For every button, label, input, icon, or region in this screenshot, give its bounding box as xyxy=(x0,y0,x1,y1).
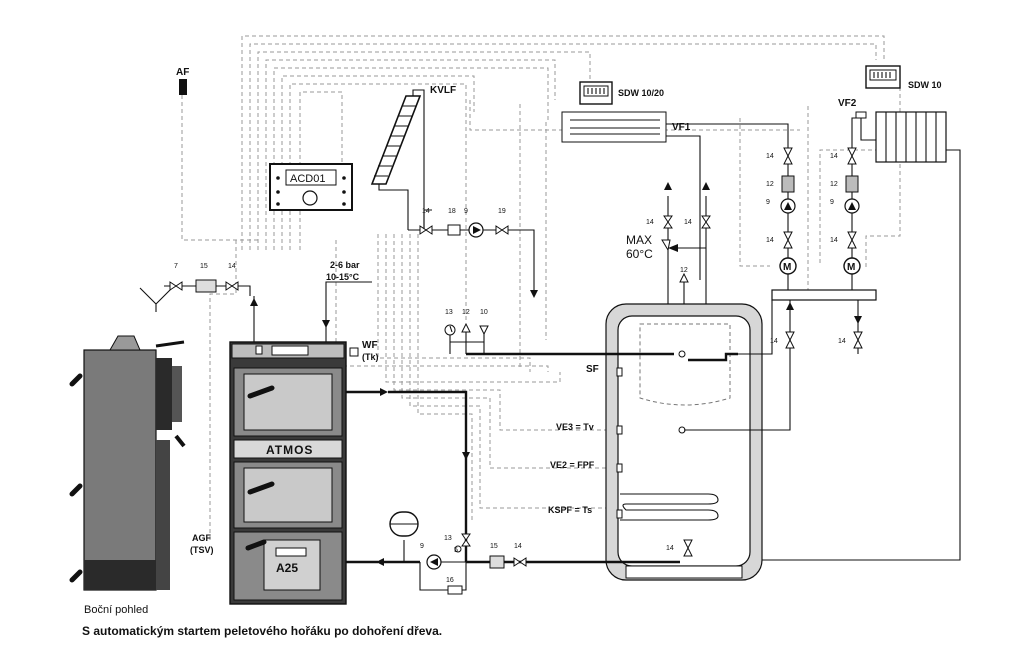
af-label: AF xyxy=(176,67,189,78)
svg-text:9: 9 xyxy=(464,208,468,215)
svg-text:15: 15 xyxy=(200,263,208,270)
boiler-front: ATMOS xyxy=(229,341,347,605)
svg-text:14: 14 xyxy=(422,208,430,215)
tsv-label: (TSV) xyxy=(190,545,214,555)
svg-text:15: 15 xyxy=(490,543,498,550)
svg-text:14: 14 xyxy=(646,219,654,226)
svg-text:14: 14 xyxy=(830,153,838,160)
wf-label: WF xyxy=(362,340,378,351)
svg-text:14: 14 xyxy=(766,153,774,160)
acd01-controller: ACD01 xyxy=(269,163,353,211)
diagram-caption: S automatickým startem peletového hořáku… xyxy=(82,624,443,638)
floor-heating-loop xyxy=(561,111,789,280)
sdw10-label: SDW 10 xyxy=(908,80,942,90)
svg-text:16: 16 xyxy=(446,577,454,584)
svg-text:13: 13 xyxy=(445,309,453,316)
storage-tank xyxy=(605,303,763,581)
tk-label: (Tk) xyxy=(362,352,379,362)
wf-sensor-icon xyxy=(349,347,359,357)
vf1-label: VF1 xyxy=(672,122,691,133)
svg-text:14: 14 xyxy=(766,237,774,244)
safety-group: 13 12 10 xyxy=(444,309,489,354)
boiler-pump-group: 9 16 13 5 15 14 14 xyxy=(420,533,693,595)
sdw-10-thermostat xyxy=(865,65,901,89)
side-view-caption: Boční pohled xyxy=(84,604,149,616)
max-label: MAX xyxy=(626,233,652,247)
sdw1020-label: SDW 10/20 xyxy=(618,88,664,98)
radiator xyxy=(690,111,961,561)
svg-text:10: 10 xyxy=(480,309,488,316)
ve2-label: VE2 = FPF xyxy=(550,460,595,470)
svg-text:12: 12 xyxy=(462,309,470,316)
svg-text:14: 14 xyxy=(830,237,838,244)
svg-text:9: 9 xyxy=(420,543,424,550)
svg-text:19: 19 xyxy=(498,208,506,215)
svg-text:12: 12 xyxy=(680,267,688,274)
acd01-label: ACD01 xyxy=(290,173,325,185)
sf-label: SF xyxy=(586,364,599,375)
svg-text:12: 12 xyxy=(766,181,774,188)
svg-text:14: 14 xyxy=(666,545,674,552)
sdw-10-20-thermostat xyxy=(579,81,613,105)
a25-label: A25 xyxy=(276,561,298,575)
pressure-label: 2-6 bar xyxy=(330,260,360,270)
svg-text:5: 5 xyxy=(454,547,458,554)
mixing-valve-m2: M xyxy=(847,262,855,273)
svg-text:14: 14 xyxy=(684,219,692,226)
svg-text:9: 9 xyxy=(830,199,834,206)
dhw-mixing-group: 14 14 12 xyxy=(646,182,711,304)
kvlf-label: KVLF xyxy=(430,85,456,96)
heating-circuit-2: 14 12 9 14 M xyxy=(830,147,861,290)
outdoor-sensor-icon xyxy=(179,79,187,95)
ve3-label: VE3 = Tv xyxy=(556,422,594,432)
svg-text:9: 9 xyxy=(766,199,770,206)
svg-text:13: 13 xyxy=(444,535,452,542)
svg-text:14: 14 xyxy=(838,338,846,345)
svg-text:14: 14 xyxy=(228,263,236,270)
kspf-label: KSPF = Ts xyxy=(548,505,592,515)
boiler-side-view xyxy=(69,335,186,591)
svg-text:14: 14 xyxy=(514,543,522,550)
atmos-label: ATMOS xyxy=(266,443,313,457)
max-temp-label: 60°C xyxy=(626,247,653,261)
water-feed-group: 7 15 14 xyxy=(139,263,372,342)
svg-text:7: 7 xyxy=(174,263,178,270)
agf-label: AGF xyxy=(192,533,212,543)
solar-pump-group: 14 18 9 19 xyxy=(408,208,538,298)
svg-text:14: 14 xyxy=(770,338,778,345)
solar-collector xyxy=(370,89,425,230)
expansion-vessel xyxy=(389,511,419,537)
svg-text:12: 12 xyxy=(830,181,838,188)
heating-circuit-1: 14 12 9 14 M xyxy=(766,147,797,290)
svg-text:18: 18 xyxy=(448,208,456,215)
distribution-header: 14 14 xyxy=(770,289,877,354)
temp-range-label: 10-15°C xyxy=(326,272,360,282)
vf2-label: VF2 xyxy=(838,98,857,109)
mixing-valve-m1: M xyxy=(783,262,791,273)
